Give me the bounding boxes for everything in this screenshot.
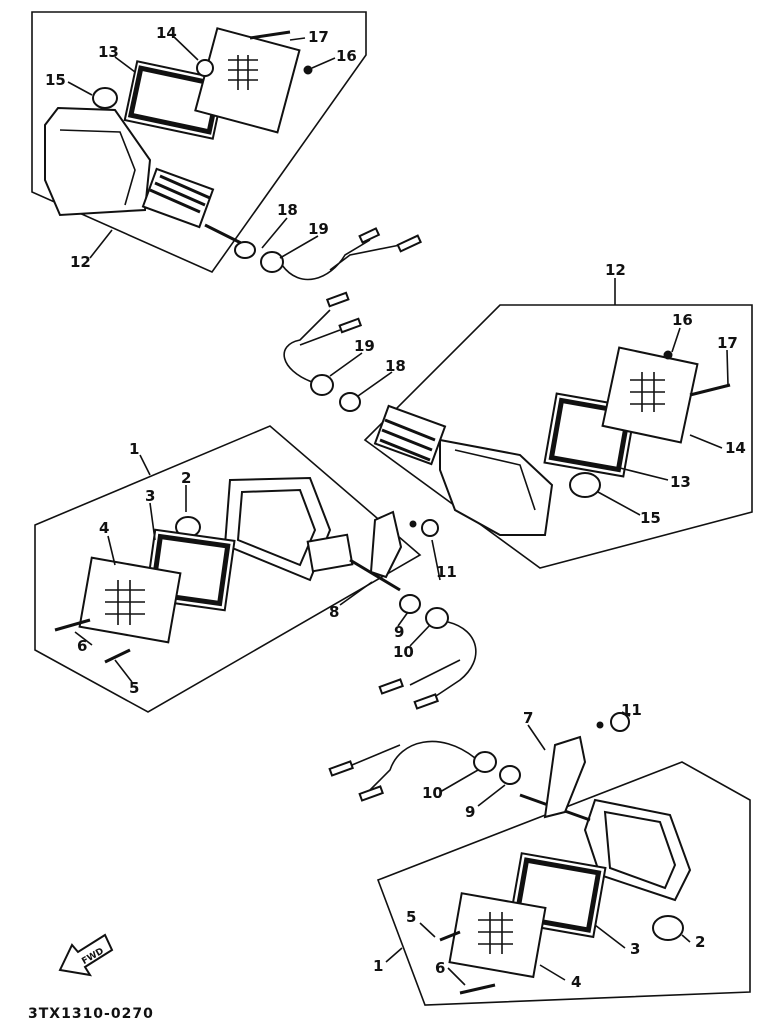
callout-13-top: 13 — [98, 43, 119, 61]
callout-6-bottom: 6 — [435, 959, 445, 977]
top-flasher-assembly — [44, 27, 422, 281]
top-group-outline — [31, 11, 367, 273]
callout-6-left: 6 — [77, 637, 87, 655]
callout-9-left: 9 — [394, 623, 404, 641]
callout-15-top: 15 — [45, 71, 66, 89]
callout-19-right: 19 — [354, 337, 375, 355]
callout-5-left: 5 — [129, 679, 139, 697]
callout-13-right: 13 — [670, 473, 691, 491]
callout-8-left: 8 — [329, 603, 339, 621]
callout-14-right: 14 — [725, 439, 746, 457]
callout-12-right: 12 — [605, 261, 626, 279]
callout-2-left: 2 — [181, 469, 191, 487]
callout-4-bottom: 4 — [571, 973, 581, 991]
right-group-outline — [363, 304, 753, 569]
callout-16-top: 16 — [336, 47, 357, 65]
callout-9-bottom: 9 — [465, 803, 475, 821]
callout-4-left: 4 — [99, 519, 109, 537]
callout-16-right: 16 — [672, 311, 693, 329]
callout-1-bottom: 1 — [373, 957, 383, 975]
leader-lines — [67, 34, 729, 986]
callout-1-left: 1 — [129, 440, 139, 458]
left-flasher-assembly — [54, 476, 477, 710]
callout-17-top: 17 — [308, 28, 329, 46]
callout-3-left: 3 — [145, 487, 155, 505]
callout-18-top: 18 — [277, 201, 298, 219]
callout-18-right: 18 — [385, 357, 406, 375]
bottom-group-outline — [376, 761, 751, 1006]
callout-2-bottom: 2 — [695, 933, 705, 951]
callout-17-right: 17 — [717, 334, 738, 352]
callout-3-bottom: 3 — [630, 940, 640, 958]
diagram-code: 3TX1310-0270 — [28, 1006, 154, 1022]
callout-14-top: 14 — [156, 24, 177, 42]
left-group-outline — [34, 425, 422, 713]
callout-5-bottom: 5 — [406, 908, 416, 926]
right-flasher-assembly — [283, 291, 731, 536]
callout-10-left: 10 — [393, 643, 414, 661]
forward-arrow-icon: FWD — [58, 933, 114, 977]
callout-11-bottom: 11 — [621, 701, 642, 719]
callout-11-left: 11 — [436, 563, 457, 581]
callout-7-bottom: 7 — [523, 709, 533, 727]
bottom-flasher-assembly — [328, 712, 692, 995]
callout-12-top: 12 — [70, 253, 91, 271]
callout-10-bottom: 10 — [422, 784, 443, 802]
callout-15-right: 15 — [640, 509, 661, 527]
callout-19-top: 19 — [308, 220, 329, 238]
